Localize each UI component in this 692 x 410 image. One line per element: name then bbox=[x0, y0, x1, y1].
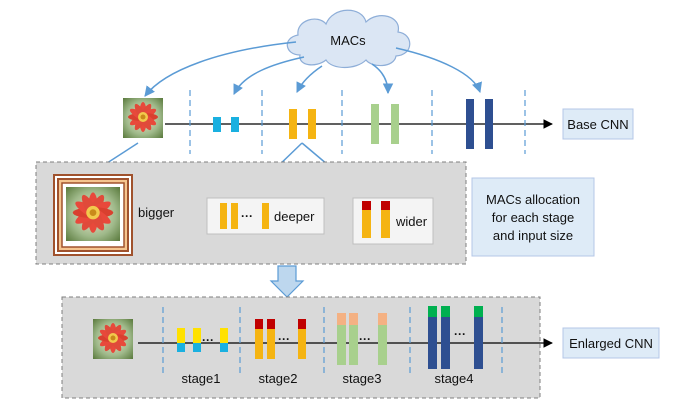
cloud-arrow-to-stage2 bbox=[296, 65, 323, 93]
base-stage4-block bbox=[485, 99, 493, 149]
enlarged-stage1-blocks bbox=[177, 328, 228, 352]
base-cnn-label-box bbox=[562, 108, 634, 140]
base-stage1-block bbox=[213, 117, 221, 132]
wider-label: wider bbox=[395, 214, 428, 229]
wider-block-top bbox=[362, 201, 371, 210]
base-stage2-block bbox=[289, 109, 297, 139]
stage-label: stage3 bbox=[342, 371, 381, 386]
base-stage3-block bbox=[391, 104, 399, 144]
deeper-label: deeper bbox=[274, 209, 315, 224]
stage-label: stage4 bbox=[434, 371, 473, 386]
allocation-note-line: for each stage bbox=[492, 210, 574, 225]
cloud-arrow-to-stage1 bbox=[233, 56, 305, 95]
enlarged-cnn-label-group: Enlarged CNN bbox=[562, 327, 660, 359]
allocation-note: MACs allocation for each stage and input… bbox=[471, 177, 595, 257]
enlarged-cnn-label-box bbox=[562, 327, 660, 359]
cloud-arrows bbox=[144, 41, 482, 97]
bigger-image bbox=[53, 174, 133, 256]
enlarged-stage2-blocks bbox=[255, 319, 306, 359]
deeper-block bbox=[231, 203, 238, 229]
base-stage3-block bbox=[371, 104, 379, 144]
wider-block-top bbox=[381, 201, 390, 210]
macs-cloud: MACs bbox=[286, 9, 411, 69]
down-arrow-icon bbox=[269, 265, 305, 298]
enlarged-cnn-label: Enlarged CNN bbox=[569, 336, 653, 351]
stage-label: stage2 bbox=[258, 371, 297, 386]
bigger-label: bigger bbox=[138, 205, 175, 220]
enlarged-panel: ··· ··· ··· ·· bbox=[61, 296, 553, 399]
enlarged-stage4-blocks bbox=[428, 306, 483, 369]
base-stage2-block bbox=[308, 109, 316, 139]
enlarged-stage2-ellipsis: ··· bbox=[278, 332, 290, 346]
wider-block bbox=[381, 210, 390, 238]
deeper-ellipsis: ··· bbox=[241, 209, 253, 223]
allocation-note-line: MACs allocation bbox=[486, 192, 580, 207]
stage-label: stage1 bbox=[181, 371, 220, 386]
enlarged-stage1-ellipsis: ··· bbox=[202, 333, 214, 347]
allocation-panel: bigger ··· deeper wider bbox=[35, 161, 467, 265]
deeper-block bbox=[262, 203, 269, 229]
base-cnn-label: Base CNN bbox=[567, 117, 628, 132]
allocation-note-line: and input size bbox=[493, 228, 573, 243]
base-stage-dividers bbox=[189, 90, 526, 154]
wider-block bbox=[362, 210, 371, 238]
cloud-arrow-to-stage3 bbox=[371, 63, 394, 95]
enlarged-stage3-blocks bbox=[337, 313, 387, 365]
enlarged-stage3-ellipsis: ··· bbox=[359, 332, 371, 346]
cloud-shape bbox=[286, 9, 411, 69]
cloud-label: MACs bbox=[330, 33, 366, 48]
deeper-block bbox=[220, 203, 227, 229]
cloud-arrow-to-stage4 bbox=[395, 47, 482, 93]
enlarged-stage4-ellipsis: ··· bbox=[454, 327, 466, 341]
base-cnn-row: Base CNN bbox=[123, 90, 634, 154]
base-input-image bbox=[123, 98, 163, 138]
enlarged-stage-dividers bbox=[162, 307, 503, 375]
allocation-note-box bbox=[471, 177, 595, 257]
enlarged-input-image bbox=[93, 319, 133, 359]
base-stage4-block bbox=[466, 99, 474, 149]
cloud-arrow-to-image bbox=[144, 41, 297, 97]
base-stage1-block bbox=[231, 117, 239, 132]
